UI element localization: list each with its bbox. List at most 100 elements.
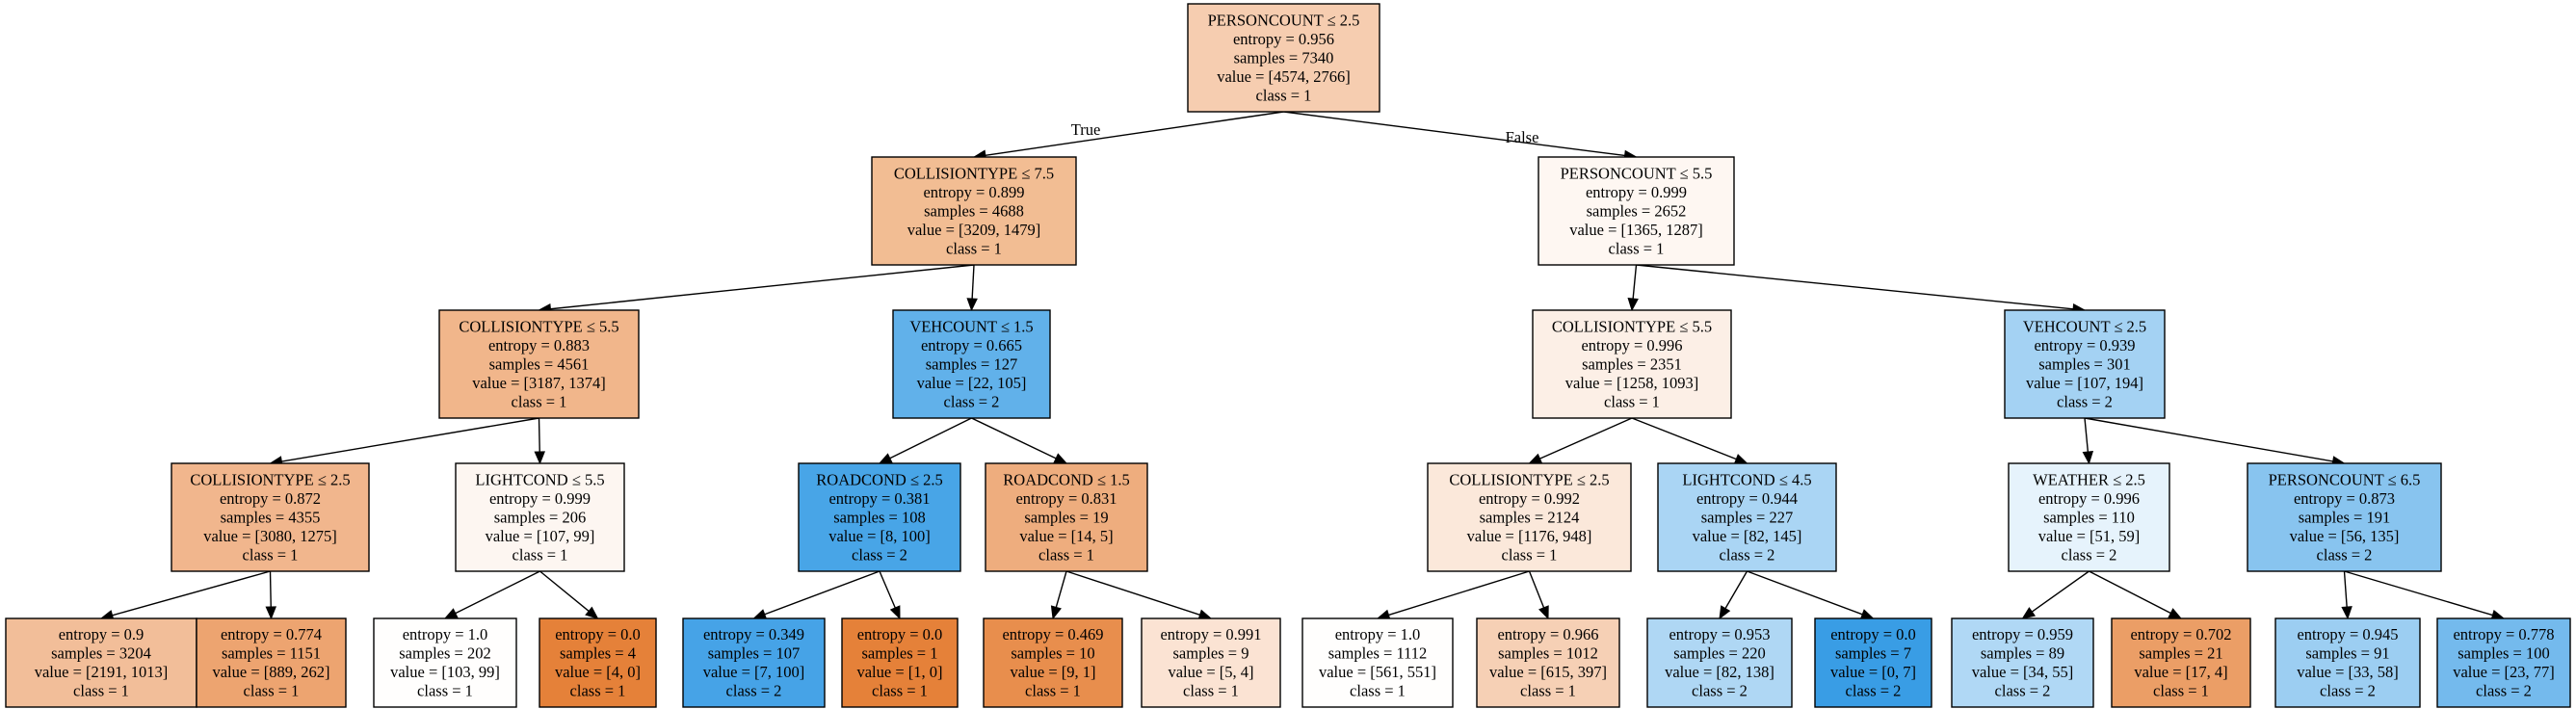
tree-edge [534, 417, 545, 465]
edge-line [281, 417, 539, 462]
edge-line [550, 264, 975, 310]
node-box [438, 309, 640, 419]
edge-arrowhead [1719, 605, 1731, 620]
node-text-line: samples = 110 [2043, 508, 2135, 526]
edge-label-false: False [1506, 128, 1539, 146]
node-text-line: samples = 89 [1981, 644, 2064, 663]
node-text-line: samples = 107 [708, 644, 800, 663]
node-text-line: value = [7, 100] [703, 663, 805, 681]
node-box [892, 309, 1051, 419]
node-text-line: class = 2 [2320, 682, 2376, 700]
node-text-line: class = 1 [243, 545, 299, 564]
node-text-line: samples = 3204 [51, 644, 151, 663]
tree-edge [2344, 570, 2506, 620]
node-text-line: samples = 1012 [1498, 644, 1598, 663]
edge-arrowhead [1053, 453, 1068, 464]
edge-arrowhead [752, 609, 768, 619]
tree-edge [99, 570, 271, 621]
edge-label-true: True [1071, 120, 1101, 139]
node-text-line: entropy = 0.992 [1479, 489, 1580, 508]
tree-edge [1376, 570, 1530, 620]
node-box [1141, 617, 1281, 708]
node-text-line: samples = 1112 [1328, 644, 1428, 663]
node-box [1538, 156, 1735, 266]
node-text-line: class = 1 [513, 545, 568, 564]
node-text-line: value = [1365, 1287] [1569, 221, 1703, 239]
node-text-line: entropy = 0.999 [489, 489, 591, 508]
edge-arrowhead [534, 451, 545, 465]
node-text-line: samples = 7 [1835, 644, 1911, 663]
edge-line [971, 264, 975, 300]
node-text-line: value = [22, 105] [917, 374, 1027, 392]
edge-arrowhead [1538, 605, 1549, 620]
tree-edge [752, 570, 881, 619]
tree-edge [1050, 570, 1067, 620]
node-text-line: value = [17, 4] [2134, 663, 2227, 681]
node-text-line: class = 1 [1609, 239, 1665, 257]
node-box [985, 462, 1148, 572]
node-text-line: entropy = 0.0 [1830, 625, 1916, 643]
edge-line [112, 570, 271, 617]
tree-edge [539, 570, 599, 619]
node-text-line: COLLISIONTYPE ≤ 5.5 [459, 317, 618, 335]
tree-edge [538, 264, 975, 315]
tree-edge [265, 570, 276, 620]
node-box [5, 617, 197, 708]
node-text-line: entropy = 0.0 [555, 625, 641, 643]
tree-edge [2084, 417, 2346, 467]
edge-arrowhead [2021, 607, 2037, 619]
node-text-line: value = [23, 77] [2453, 663, 2555, 681]
edge-arrowhead [878, 453, 893, 464]
tree-edge [1631, 417, 1748, 464]
node-text-line: WEATHER ≤ 2.5 [2033, 470, 2145, 488]
node-text-line: samples = 2652 [1587, 201, 1687, 220]
node-box [2436, 617, 2571, 708]
tree-edge [443, 570, 540, 619]
tree-edge [2089, 570, 2183, 619]
edge-arrowhead [1050, 605, 1062, 620]
tree-edge [1627, 264, 1639, 312]
node-text-line: LIGHTCOND ≤ 5.5 [475, 470, 604, 488]
node-text-line: samples = 9 [1173, 644, 1249, 663]
tree-edge [1719, 570, 1748, 620]
edge-line [1065, 570, 1200, 616]
tree-edge [1747, 570, 1875, 620]
node-text-line: class = 2 [852, 545, 907, 564]
node-text-line: class = 1 [1183, 682, 1239, 700]
node-text-line: value = [4574, 2766] [1217, 67, 1351, 86]
edge-line [2084, 417, 2090, 453]
node-text-line: COLLISIONTYPE ≤ 2.5 [1449, 470, 1609, 488]
node-text-line: samples = 4 [560, 644, 636, 663]
edge-line [455, 570, 540, 615]
node-text-line: entropy = 0.349 [703, 625, 804, 643]
tree-edge [1065, 570, 1213, 620]
node-box [2004, 309, 2166, 419]
edge-line [1388, 570, 1530, 617]
node-text-line: samples = 206 [494, 508, 586, 526]
tree-edge [1528, 570, 1549, 620]
node-text-line: entropy = 0.883 [488, 336, 590, 354]
edge-line [764, 570, 881, 616]
edge-arrowhead [265, 606, 276, 620]
tree-edge [2021, 570, 2090, 619]
node-text-line: class = 1 [2153, 682, 2209, 700]
node-text-line: samples = 301 [2038, 354, 2130, 373]
node-text-line: value = [5, 4] [1168, 663, 1253, 681]
node-text-line: samples = 2351 [1582, 354, 1682, 373]
node-text-line: entropy = 0.831 [1015, 489, 1117, 508]
node-text-line: value = [9, 1] [1010, 663, 1095, 681]
node-text-line: entropy = 0.702 [2130, 625, 2231, 643]
node-text-line: value = [0, 7] [1830, 663, 1916, 681]
node-text-line: PERSONCOUNT ≤ 5.5 [1561, 164, 1713, 182]
edge-line [1724, 570, 1748, 609]
node-text-line: value = [3209, 1479] [907, 221, 1041, 239]
node-text-line: COLLISIONTYPE ≤ 5.5 [1552, 317, 1712, 335]
node-text-line: class = 1 [73, 682, 129, 700]
tree-edge [971, 417, 1068, 464]
